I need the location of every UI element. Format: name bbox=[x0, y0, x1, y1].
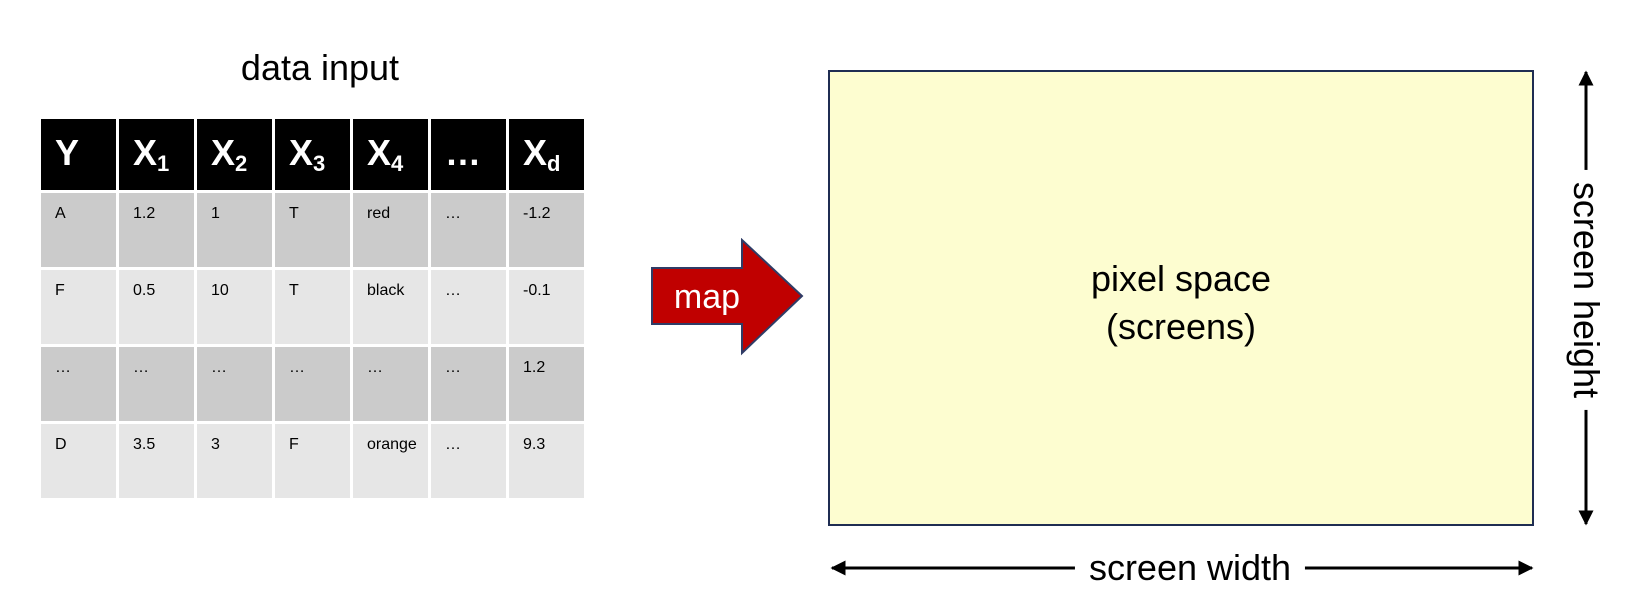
screen-height-label: screen height bbox=[1565, 169, 1607, 411]
table-title: data input bbox=[240, 47, 400, 88]
table-cell: … bbox=[116, 344, 197, 424]
table-cell: A bbox=[38, 190, 119, 270]
table-cell: T bbox=[272, 267, 353, 347]
table-row: D 3.5 3 F orange … 9.3 bbox=[38, 421, 587, 501]
header-x1: X1 bbox=[116, 116, 197, 193]
pixel-space-label: pixel space (screens) bbox=[830, 255, 1532, 351]
map-arrow-label: map bbox=[674, 278, 740, 316]
map-arrow: map bbox=[651, 238, 804, 356]
table-cell: … bbox=[272, 344, 353, 424]
table-cell: -0.1 bbox=[506, 267, 587, 347]
table-cell: 3 bbox=[194, 421, 275, 501]
table-cell: … bbox=[428, 344, 509, 424]
table-cell: … bbox=[428, 267, 509, 347]
table-cell: D bbox=[38, 421, 119, 501]
table-cell: … bbox=[38, 344, 119, 424]
table-cell: 9.3 bbox=[506, 421, 587, 501]
data-table: Y X1 X2 X3 X4 … Xd A 1.2 1 T red … -1.2 … bbox=[38, 116, 587, 501]
table-row: A 1.2 1 T red … -1.2 bbox=[38, 190, 587, 270]
table-cell: … bbox=[428, 190, 509, 270]
header-y: Y bbox=[38, 116, 119, 193]
header-x2: X2 bbox=[194, 116, 275, 193]
table-cell: 1.2 bbox=[506, 344, 587, 424]
table-cell: black bbox=[350, 267, 431, 347]
pixel-space-box: pixel space (screens) bbox=[828, 70, 1534, 526]
pixel-space-line2: (screens) bbox=[1105, 306, 1257, 347]
screen-width-label: screen width bbox=[1074, 547, 1306, 589]
table-cell: 3.5 bbox=[116, 421, 197, 501]
table-cell: 1.2 bbox=[116, 190, 197, 270]
header-xd: Xd bbox=[506, 116, 587, 193]
table-cell: orange bbox=[350, 421, 431, 501]
map-arrow-shape bbox=[651, 238, 804, 356]
header-x4: X4 bbox=[350, 116, 431, 193]
header-x3: X3 bbox=[272, 116, 353, 193]
table-cell: F bbox=[272, 421, 353, 501]
table-cell: … bbox=[428, 421, 509, 501]
table-row: … … … … … … 1.2 bbox=[38, 344, 587, 424]
pixel-space-line1: pixel space bbox=[1090, 258, 1272, 299]
table-cell: -1.2 bbox=[506, 190, 587, 270]
table-cell: 10 bbox=[194, 267, 275, 347]
table-header-row: Y X1 X2 X3 X4 … Xd bbox=[38, 116, 587, 193]
table-cell: T bbox=[272, 190, 353, 270]
table-cell: … bbox=[194, 344, 275, 424]
table-cell: F bbox=[38, 267, 119, 347]
table-cell: … bbox=[350, 344, 431, 424]
table-cell: 1 bbox=[194, 190, 275, 270]
table-row: F 0.5 10 T black … -0.1 bbox=[38, 267, 587, 347]
table-cell: red bbox=[350, 190, 431, 270]
header-ellipsis: … bbox=[428, 116, 509, 193]
table-cell: 0.5 bbox=[116, 267, 197, 347]
